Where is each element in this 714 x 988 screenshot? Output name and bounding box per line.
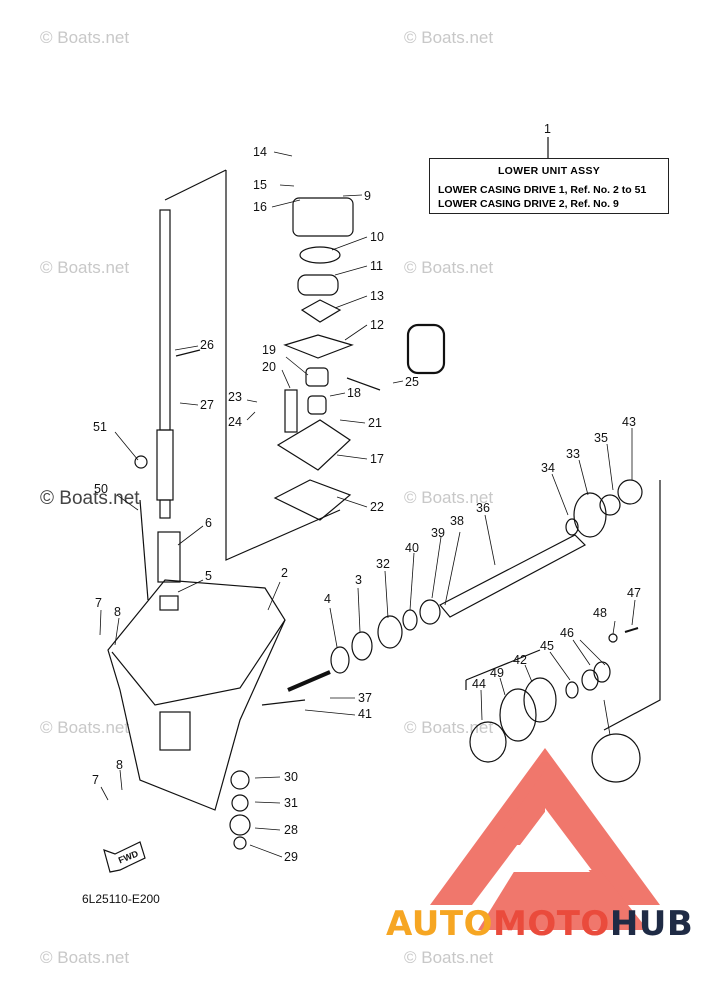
callout-5: 5 xyxy=(205,569,212,583)
watermark: © Boats.net xyxy=(40,258,130,277)
watermark: © Boats.net xyxy=(40,948,130,967)
callout-20: 20 xyxy=(262,360,276,374)
drawing-code: 6L25110-E200 xyxy=(82,892,160,906)
callout-42: 42 xyxy=(513,653,527,667)
callout-13: 13 xyxy=(370,289,384,303)
callout-48: 48 xyxy=(593,606,607,620)
callout-36: 36 xyxy=(476,501,490,515)
callout-50: 50 xyxy=(94,482,108,496)
callout-41: 41 xyxy=(358,707,372,721)
callout-34: 34 xyxy=(541,461,555,475)
callout-37: 37 xyxy=(358,691,372,705)
callout-51: 51 xyxy=(93,420,107,434)
callout-30: 30 xyxy=(284,770,298,784)
callout-46: 46 xyxy=(560,626,574,640)
callout-35: 35 xyxy=(594,431,608,445)
callout-39: 39 xyxy=(431,526,445,540)
callout-4: 4 xyxy=(324,592,331,606)
callout-28: 28 xyxy=(284,823,298,837)
callout-25: 25 xyxy=(405,375,419,389)
callout-44: 44 xyxy=(472,677,486,691)
callout-45: 45 xyxy=(540,639,554,653)
callout-8: 8 xyxy=(114,605,121,619)
callout-24: 24 xyxy=(228,415,242,429)
callout-12: 12 xyxy=(370,318,384,332)
watermark: © Boats.net xyxy=(404,948,494,967)
callout-11: 11 xyxy=(370,259,383,273)
callout-43: 43 xyxy=(622,415,636,429)
callout-1: 1 xyxy=(544,122,551,136)
callout-14: 14 xyxy=(253,145,267,159)
callout-38: 38 xyxy=(450,514,464,528)
watermark: © Boats.net xyxy=(40,718,130,737)
brand-part-hub: HUB xyxy=(609,904,694,944)
callout-10: 10 xyxy=(370,230,384,244)
info-box-line-2: LOWER CASING DRIVE 2, Ref. No. 9 xyxy=(438,198,619,210)
callout-27: 27 xyxy=(200,398,214,412)
lower-unit-assy-box: LOWER UNIT ASSY LOWER CASING DRIVE 1, Re… xyxy=(429,158,669,214)
callout-15: 15 xyxy=(253,178,267,192)
watermark: © Boats.net xyxy=(40,488,140,509)
callout-23: 23 xyxy=(228,390,242,404)
info-box-line-1: LOWER CASING DRIVE 1, Ref. No. 2 to 51 xyxy=(438,184,647,196)
brand-part-auto: AUTO xyxy=(386,904,493,944)
watermark: © Boats.net xyxy=(404,718,494,737)
brand-wordmark: AUTOMOTOHUB xyxy=(386,904,693,944)
callout-9: 9 xyxy=(364,189,371,203)
callout-17: 17 xyxy=(370,452,384,466)
callout-31: 31 xyxy=(284,796,298,810)
callout-29: 29 xyxy=(284,850,298,864)
callout-32: 32 xyxy=(376,557,390,571)
callout-7: 7 xyxy=(95,596,102,610)
callout-49: 49 xyxy=(490,666,504,680)
callout-21: 21 xyxy=(368,416,382,430)
watermark: © Boats.net xyxy=(404,488,494,507)
callout-6: 6 xyxy=(205,516,212,530)
callout-3: 3 xyxy=(355,573,362,587)
callout-33: 33 xyxy=(566,447,580,461)
callout-26: 26 xyxy=(200,338,214,352)
callout-19: 19 xyxy=(262,343,276,357)
watermark: © Boats.net xyxy=(404,28,494,47)
callout-18: 18 xyxy=(347,386,361,400)
info-box-title: LOWER UNIT ASSY xyxy=(497,165,601,177)
callout-7: 7 xyxy=(92,773,99,787)
callout-40: 40 xyxy=(405,541,419,555)
callout-47: 47 xyxy=(627,586,641,600)
callout-22: 22 xyxy=(370,500,384,514)
callout-16: 16 xyxy=(253,200,267,214)
watermark: © Boats.net xyxy=(404,258,494,277)
callout-8: 8 xyxy=(116,758,123,772)
brand-part-moto: MOTO xyxy=(492,904,610,944)
watermark: © Boats.net xyxy=(40,28,130,47)
callout-2: 2 xyxy=(281,566,288,580)
